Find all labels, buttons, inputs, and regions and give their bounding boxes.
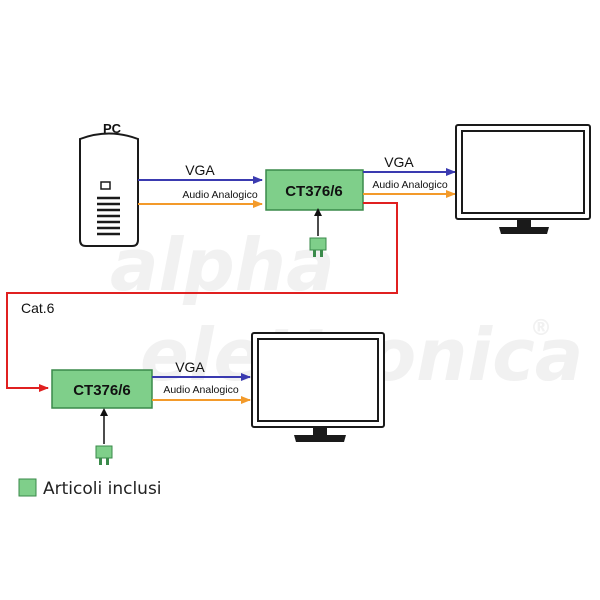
legend-label: Articoli inclusi (43, 479, 162, 499)
legend-swatch (18, 478, 37, 497)
tx-vga-label: VGA (384, 154, 414, 170)
rx-vga-label: VGA (175, 359, 205, 375)
pc-vga-label: VGA (185, 162, 215, 178)
cat6-cable-line (6, 202, 398, 392)
watermark-line1: alpha (110, 223, 335, 307)
monitor-bottom-icon (251, 332, 385, 442)
watermark-registered: ® (530, 316, 552, 341)
pc-tower-icon (79, 132, 139, 247)
transmitter-label: CT376/6 (285, 183, 343, 200)
receiver-label: CT376/6 (73, 382, 131, 399)
pc-audio-label: Audio Analogico (182, 189, 257, 201)
receiver-power-adapter-icon (95, 445, 113, 465)
pc-label: PC (103, 121, 122, 136)
transmitter-box (265, 169, 364, 211)
rx-audio-label: Audio Analogico (163, 384, 238, 396)
monitor-top-icon (455, 124, 591, 234)
cat6-label: Cat.6 (21, 300, 55, 316)
tx-audio-label: Audio Analogico (372, 179, 447, 191)
transmitter-power-adapter-icon (309, 237, 327, 257)
